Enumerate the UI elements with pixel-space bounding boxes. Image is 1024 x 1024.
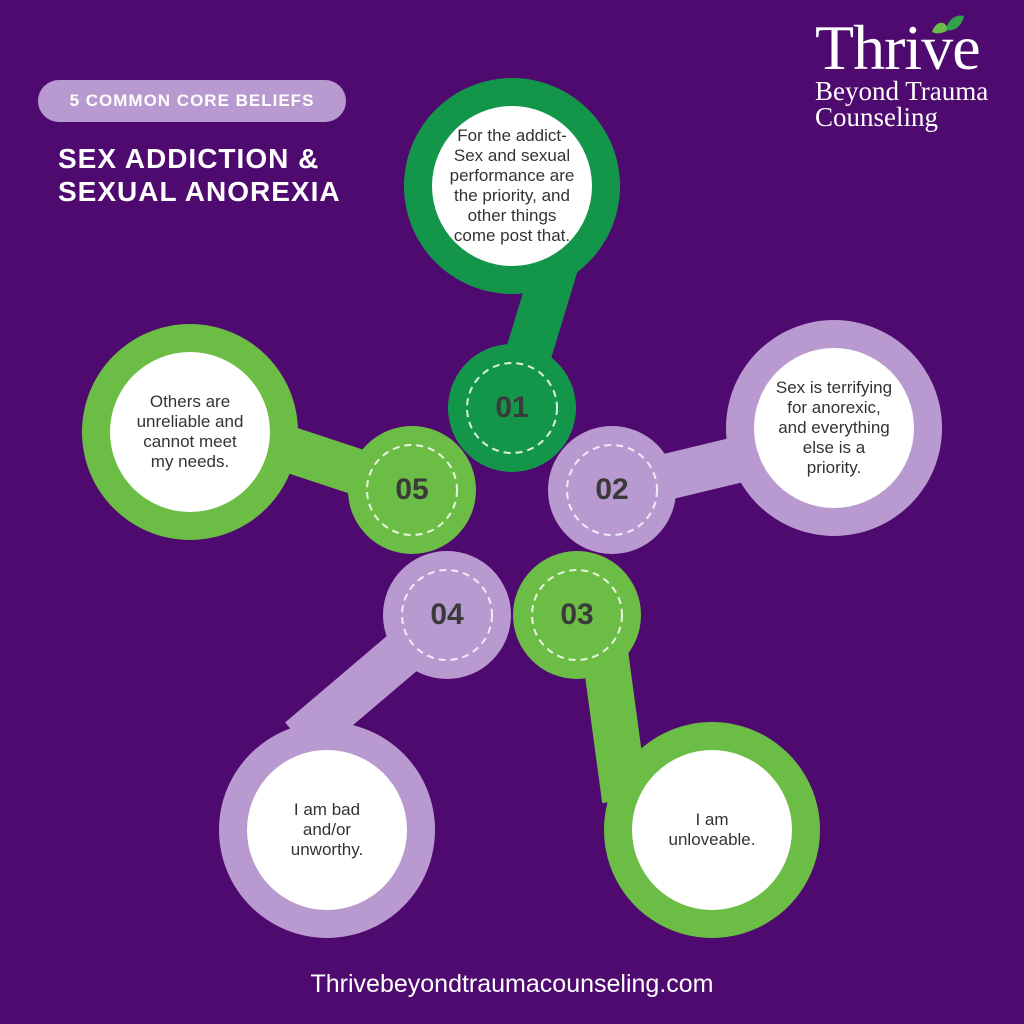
belief-number-05: 05 — [395, 473, 429, 506]
belief-circle-04-inner — [247, 750, 407, 910]
belief-circle-02-inner — [754, 348, 914, 508]
number-circle-03 — [513, 551, 641, 679]
logo: Thrive Beyond Trauma Counseling — [815, 16, 989, 132]
pill-label: 5 COMMON CORE BELIEFS — [69, 91, 315, 110]
belief-text-01: For the addict- Sex and sexual performan… — [449, 126, 575, 245]
leaf-icon — [932, 15, 964, 34]
number-circle-02 — [548, 426, 676, 554]
logo-subtitle: Beyond Trauma Counseling — [815, 76, 989, 132]
number-circle-05 — [348, 426, 476, 554]
belief-number-02: 02 — [595, 473, 629, 506]
belief-circle-05-inner — [110, 352, 270, 512]
page-title: SEX ADDICTION & SEXUAL ANOREXIA — [58, 143, 341, 207]
belief-circle-01-inner — [432, 106, 592, 266]
belief-number-03: 03 — [560, 598, 594, 631]
belief-text-02: Sex is terrifying for anorexic, and ever… — [775, 378, 893, 477]
belief-text-05: Others are unreliable and cannot meet my… — [136, 392, 244, 471]
belief-circle-03-inner — [632, 750, 792, 910]
website-link[interactable]: Thrivebeyondtraumacounseling.com — [310, 970, 714, 998]
belief-number-01: 01 — [495, 391, 529, 424]
belief-text-03: I am unloveable. — [668, 810, 756, 849]
number-circle-01 — [448, 344, 576, 472]
number-circle-04 — [383, 551, 511, 679]
belief-number-04: 04 — [430, 598, 464, 631]
section-pill: 5 COMMON CORE BELIEFS — [38, 80, 346, 122]
belief-text-04: I am bad and/or unworthy. — [290, 800, 364, 859]
